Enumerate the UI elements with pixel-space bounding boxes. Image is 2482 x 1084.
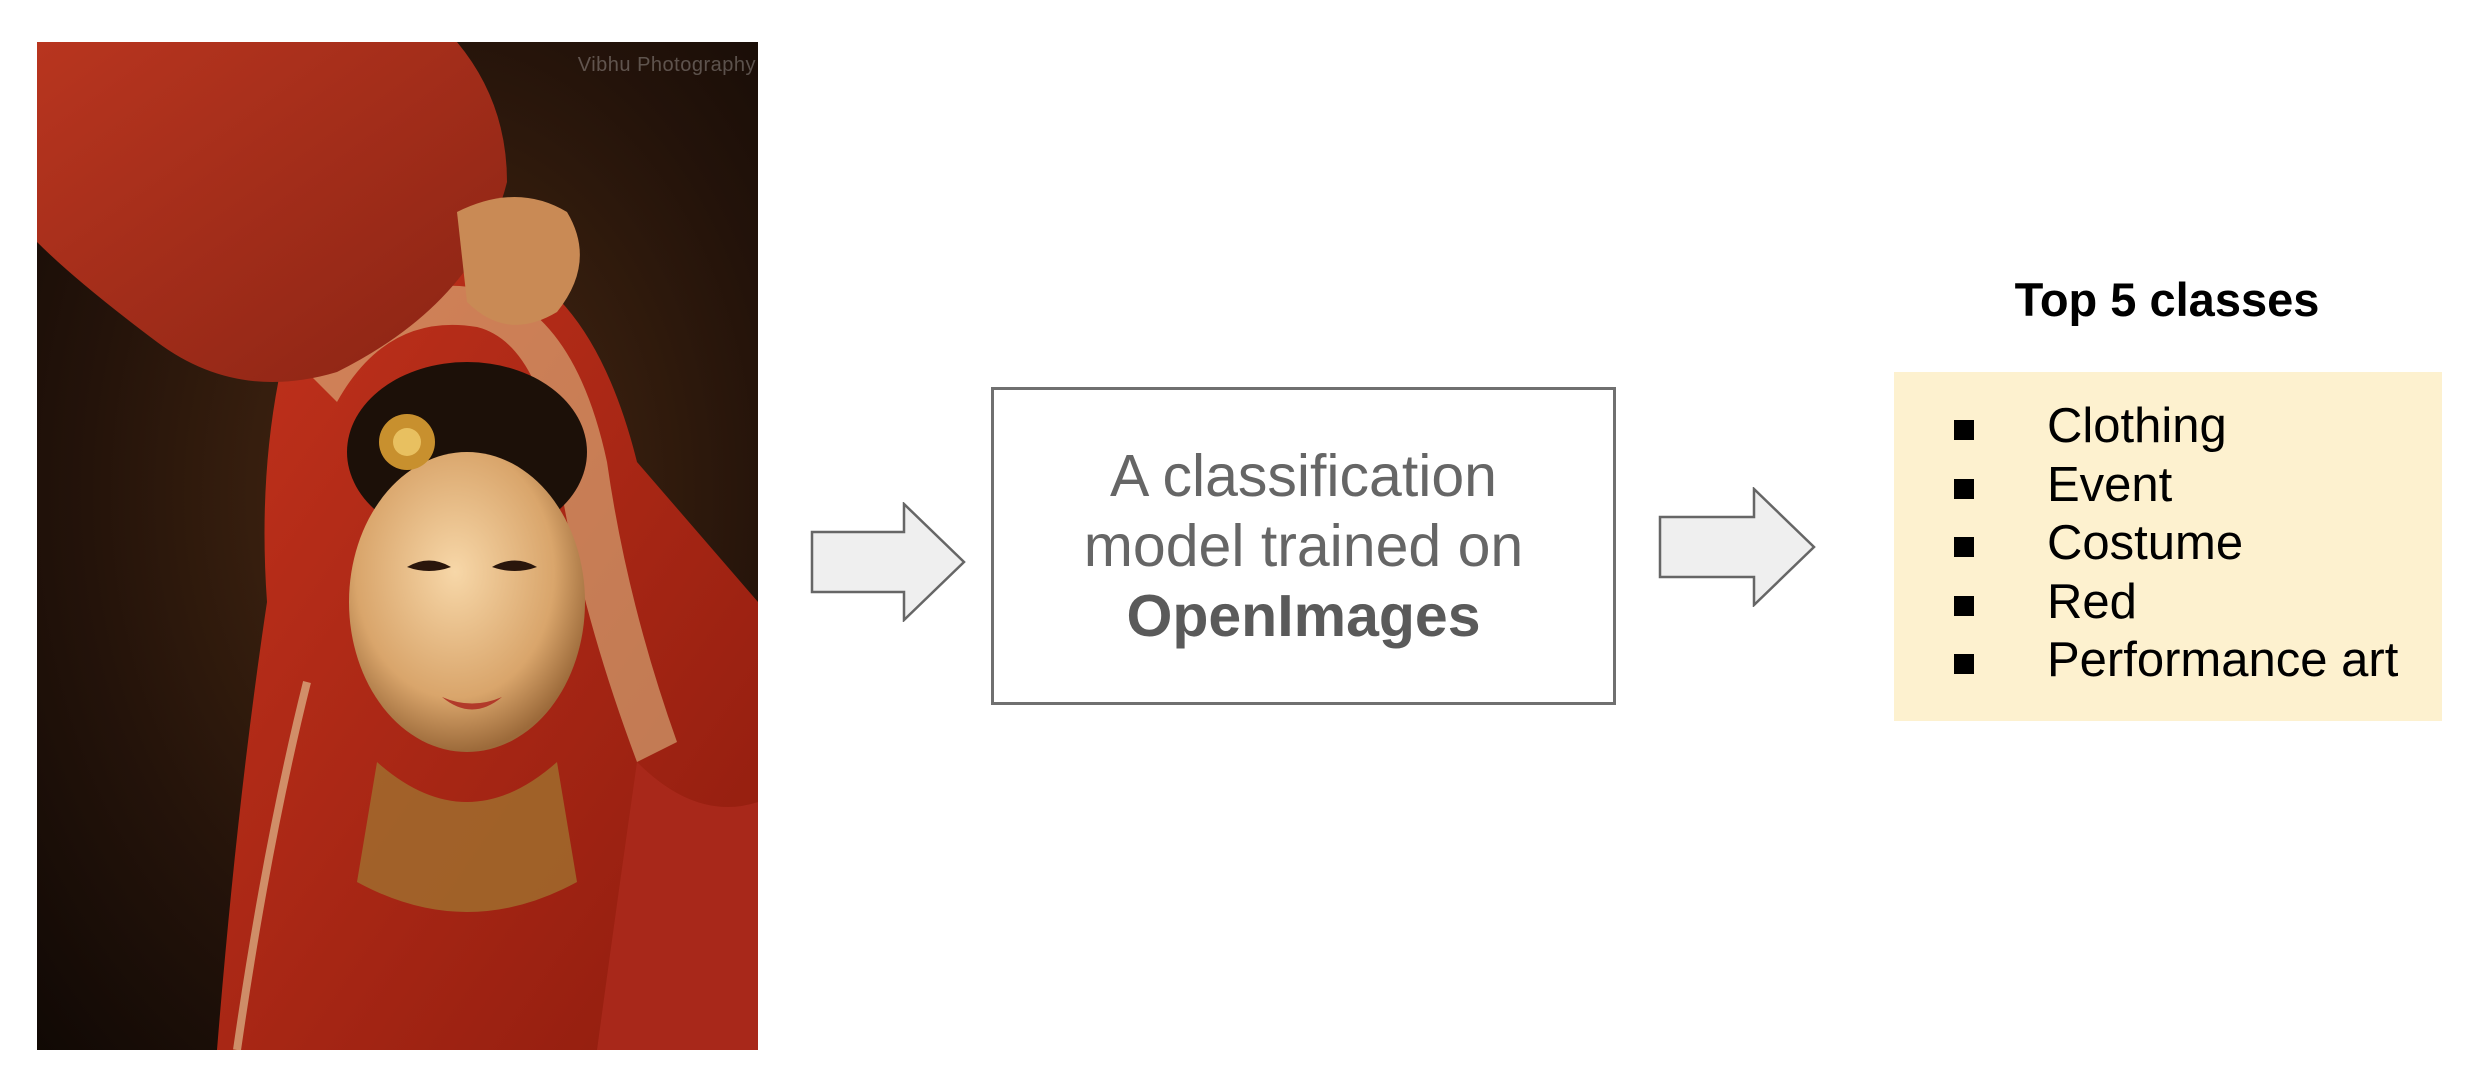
- results-title: Top 5 classes: [2014, 273, 2320, 326]
- class-label: Costume: [2047, 516, 2244, 570]
- class-item: Costume: [1894, 514, 2442, 573]
- top-classes-list: Clothing Event Costume Red Performance a…: [1894, 372, 2442, 721]
- right-arrow-icon: [810, 502, 966, 622]
- classification-model-box: A classification model trained on OpenIm…: [991, 387, 1616, 705]
- bride-photo-illustration: [37, 42, 758, 1050]
- square-bullet-icon: [1954, 478, 1974, 499]
- class-item: Performance art: [1894, 631, 2442, 690]
- model-description-line-1: A classification: [1110, 443, 1497, 509]
- photo-watermark: Vibhu Photography: [577, 54, 756, 76]
- dataset-name: OpenImages: [1126, 583, 1481, 649]
- square-bullet-icon: [1954, 654, 1974, 674]
- square-bullet-icon: [1954, 595, 1974, 616]
- square-bullet-icon: [1954, 537, 1974, 557]
- input-photo: Vibhu Photography: [37, 42, 758, 1050]
- class-item: Event: [1894, 456, 2442, 515]
- class-label: Event: [2047, 457, 2173, 512]
- class-item: Clothing: [1894, 397, 2442, 456]
- class-item: Red: [1894, 573, 2442, 632]
- class-label: Clothing: [2047, 399, 2227, 453]
- class-label: Red: [2047, 574, 2137, 629]
- class-label: Performance art: [2047, 633, 2399, 687]
- right-arrow-icon: [1658, 487, 1816, 607]
- model-description-line-2: model trained on: [1083, 513, 1524, 579]
- square-bullet-icon: [1954, 420, 1974, 440]
